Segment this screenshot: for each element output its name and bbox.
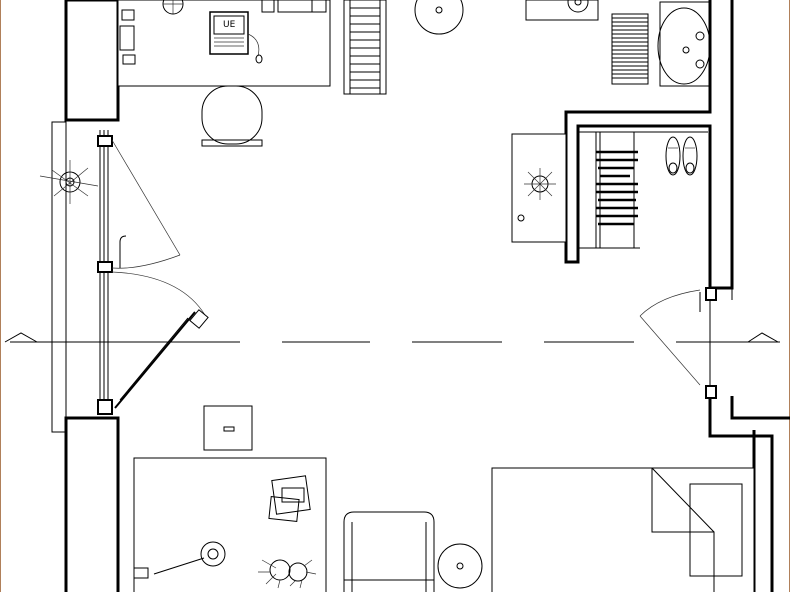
door-swing-icon: [639, 289, 701, 386]
sink-icon: [657, 1, 711, 87]
stool-icon: [414, 0, 464, 35]
plant-icon: [39, 160, 99, 204]
stool-icon: [437, 543, 483, 589]
clothes-rack-icon: [578, 131, 708, 249]
ladder-icon: [343, 0, 387, 95]
washbasin-icon: [525, 0, 599, 21]
left-wall-lower: [64, 416, 120, 592]
window: [51, 121, 113, 433]
left-wall-upper: [64, 0, 120, 122]
chair-icon: [343, 511, 435, 592]
trash-bin-icon: [203, 405, 253, 451]
keys-icon: [258, 559, 317, 589]
laptop-screen-label: UE: [223, 20, 236, 30]
desk-side-items: [119, 9, 136, 65]
plant-small-icon: [524, 168, 556, 200]
book-stack-icon: [268, 475, 311, 522]
window-swing-lower: [111, 271, 209, 409]
section-marker-icon: [4, 332, 779, 343]
desk-lamp-icon: [162, 0, 184, 15]
bed-icon: [491, 467, 755, 592]
window-swing-upper: [111, 139, 181, 269]
desk-lamp-icon: [133, 541, 226, 579]
chair-icon: [201, 85, 263, 147]
cabinet: [511, 133, 567, 243]
mouse-icon: [255, 54, 263, 64]
laptop-icon: UE: [209, 11, 260, 57]
radiator-icon: [611, 13, 649, 85]
desk-shelf-items: [261, 0, 327, 13]
shoes-icon: [665, 136, 698, 176]
